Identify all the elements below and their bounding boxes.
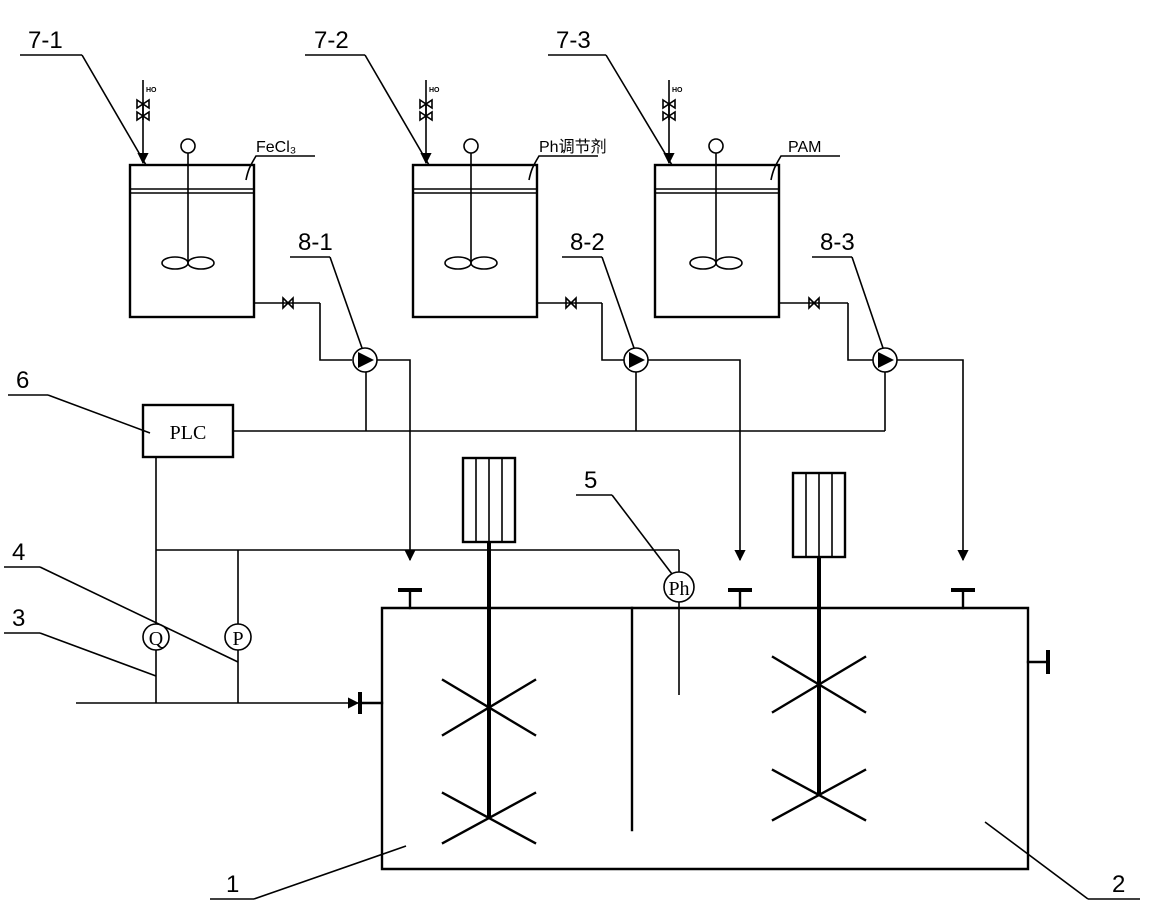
chemical-label-pam: PAM xyxy=(788,139,821,156)
ref-label-5: 5 xyxy=(584,467,597,494)
dosing-tank-7-1 xyxy=(128,80,320,319)
pressure-gauge-label: P xyxy=(232,628,243,650)
ph-probe xyxy=(663,571,695,695)
ref-label-3: 3 xyxy=(12,605,25,632)
flow-meter xyxy=(142,623,170,703)
ref-label-8-1: 8-1 xyxy=(298,229,333,256)
ref-label-7-1: 7-1 xyxy=(28,27,63,54)
ref-label-8-3: 8-3 xyxy=(820,229,855,256)
chemical-label-fecl3: FeCl₃ xyxy=(256,139,296,156)
ref-label-7-3: 7-3 xyxy=(556,27,591,54)
plc-label: PLC xyxy=(170,422,207,444)
water-label-7-3: HO xyxy=(672,87,683,94)
raw-water-inlet-pipe xyxy=(76,692,384,714)
water-label-7-1: HO xyxy=(146,87,157,94)
dosing-pump-8-3 xyxy=(847,303,969,562)
ph-probe-label: Ph xyxy=(668,578,689,600)
chemical-label-ph: Ph调节剂 xyxy=(539,138,607,156)
pressure-gauge xyxy=(224,623,252,703)
reactor-tank xyxy=(380,588,1050,871)
ref-label-6: 6 xyxy=(16,367,29,394)
agitator-2 xyxy=(771,471,867,822)
agitator-1 xyxy=(441,456,537,845)
dosing-tank-7-3 xyxy=(653,80,848,319)
ref-label-7-2: 7-2 xyxy=(314,27,349,54)
ref-label-8-2: 8-2 xyxy=(570,229,605,256)
flow-meter-label: Q xyxy=(149,628,164,650)
dosing-tank-7-2 xyxy=(411,80,602,319)
ref-label-1: 1 xyxy=(226,871,239,898)
ref-label-2: 2 xyxy=(1112,871,1125,898)
dosing-pump-8-1 xyxy=(319,303,416,562)
ref-label-4: 4 xyxy=(12,539,25,566)
water-label-7-2: HO xyxy=(429,87,440,94)
dosing-pump-8-2 xyxy=(601,303,746,562)
